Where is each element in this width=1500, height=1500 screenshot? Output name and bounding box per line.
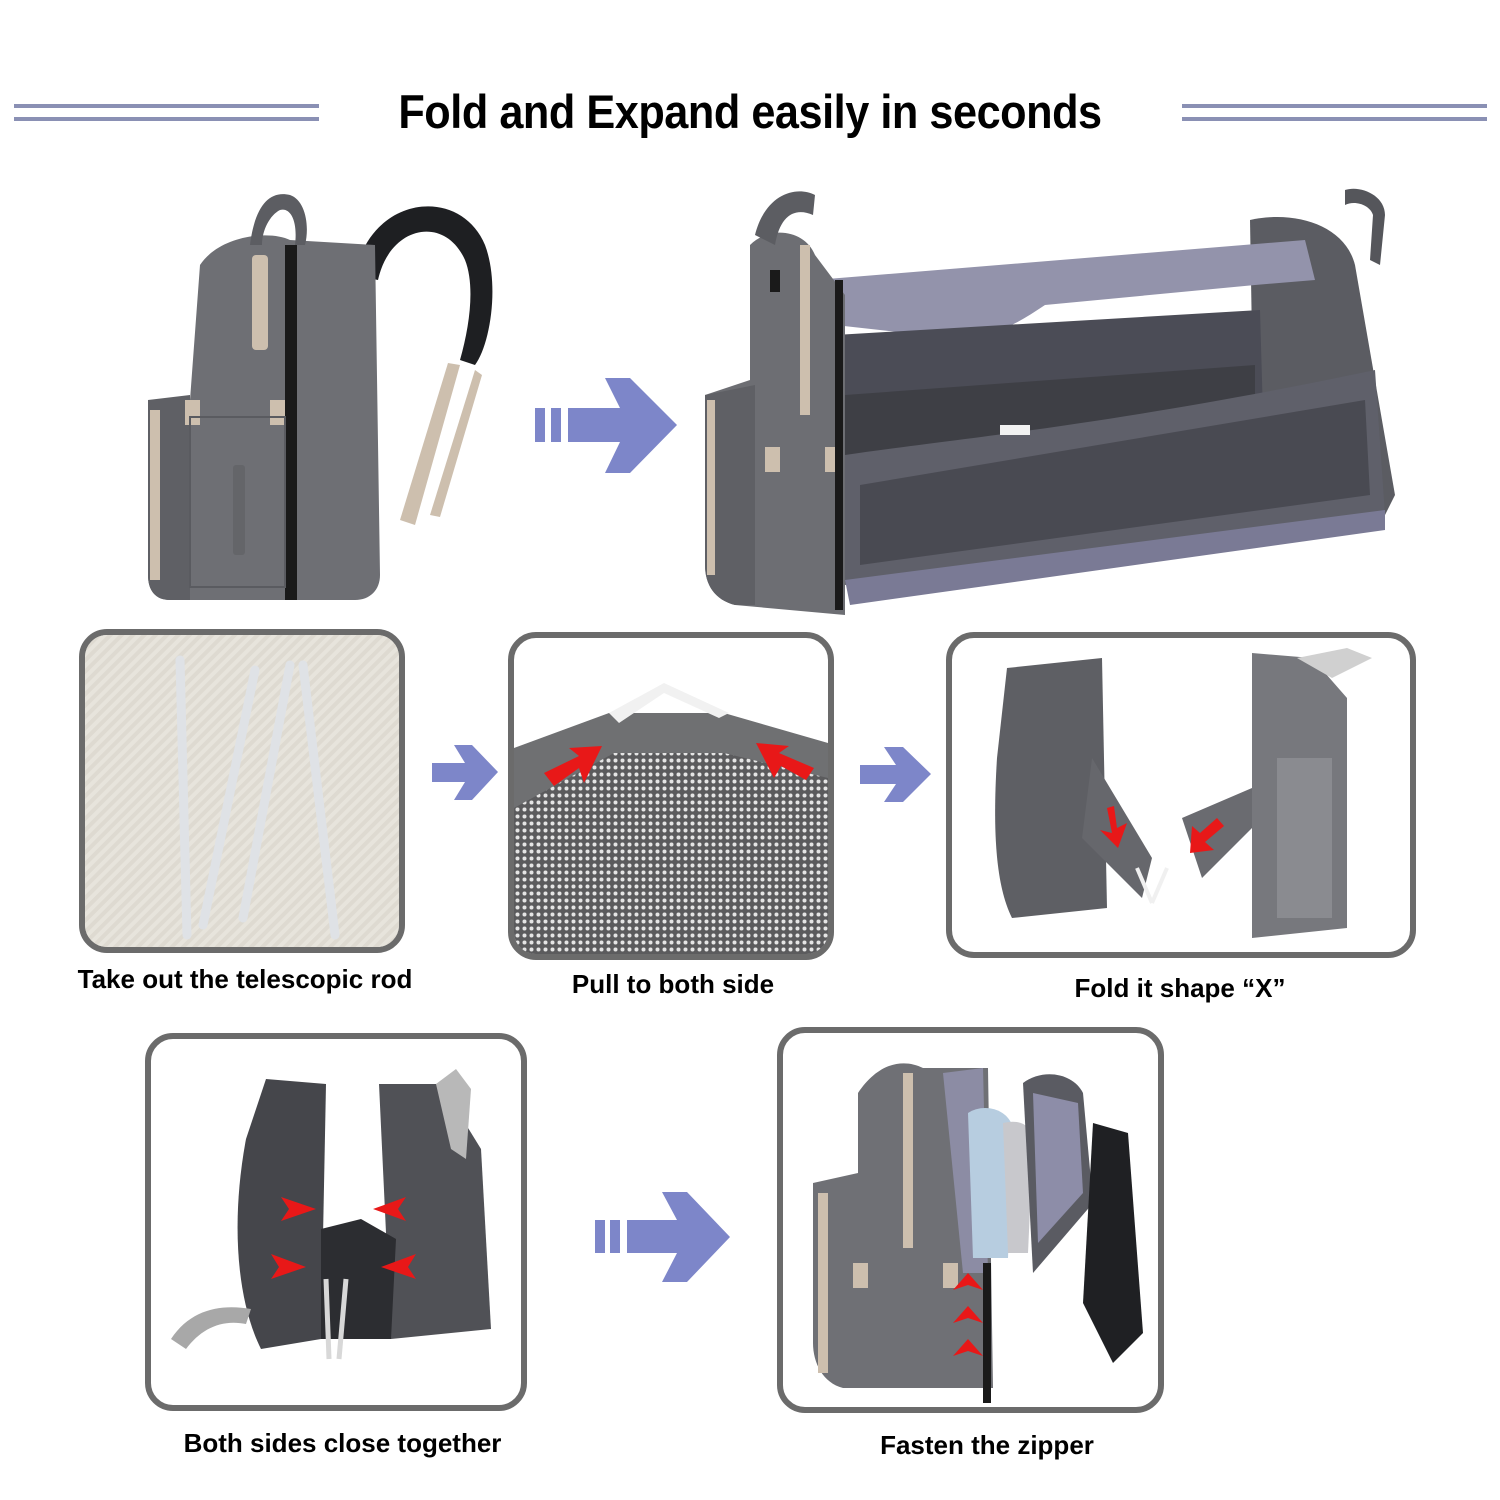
step-arrow-4-icon bbox=[592, 1192, 732, 1282]
step-2-panel bbox=[508, 632, 834, 960]
title-rule-right-bottom bbox=[1182, 117, 1487, 121]
telescopic-rods-image bbox=[85, 635, 399, 947]
title-rule-left-bottom bbox=[14, 117, 319, 121]
step-1-caption: Take out the telescopic rod bbox=[77, 964, 413, 994]
step-arrow-2-icon bbox=[858, 747, 933, 802]
step-1-panel bbox=[79, 629, 405, 953]
hero-arrow-icon bbox=[530, 378, 680, 473]
step-5-caption: Fasten the zipper bbox=[880, 1430, 1094, 1460]
step-4-caption: Both sides close together bbox=[183, 1428, 502, 1458]
step-5-panel bbox=[777, 1027, 1164, 1413]
title-rule-left-top bbox=[14, 104, 319, 108]
mesh-pull-sides-image bbox=[514, 683, 828, 954]
step-2-caption: Pull to both side bbox=[571, 969, 775, 999]
sides-close-together-image bbox=[171, 1069, 491, 1360]
expanded-backpack-image bbox=[695, 185, 1460, 620]
step-3-caption: Fold it shape “X” bbox=[1074, 973, 1286, 1003]
step-4-panel bbox=[145, 1033, 527, 1411]
title-rule-right-top bbox=[1182, 104, 1487, 108]
fasten-zipper-image bbox=[813, 1063, 1143, 1403]
fold-x-shape-image bbox=[995, 648, 1372, 938]
page-title: Fold and Expand easily in seconds bbox=[398, 85, 1102, 138]
step-arrow-1-icon bbox=[430, 745, 500, 800]
folded-backpack-image bbox=[130, 185, 515, 615]
step-3-panel bbox=[946, 632, 1416, 958]
